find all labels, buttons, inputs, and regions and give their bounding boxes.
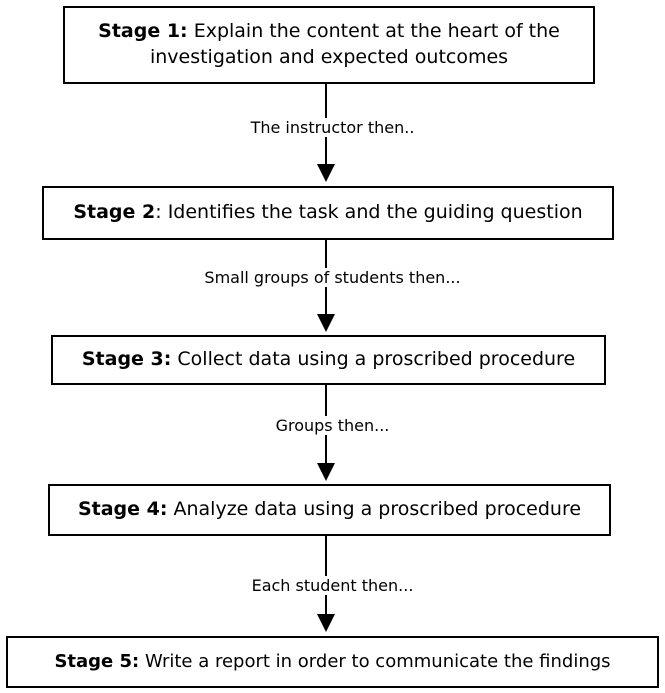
connector-3: Groups then...	[0, 385, 665, 484]
stage-1-text: Explain the content at the heart of the …	[149, 20, 560, 68]
connector-3-label: Groups then...	[0, 416, 665, 436]
stage-4-box: Stage 4: Analyze data using a proscribed…	[48, 484, 611, 536]
connector-1: The instructor then..	[0, 84, 665, 186]
stage-4-text: Analyze data using a proscribed procedur…	[167, 498, 582, 521]
stage-3-box: Stage 3: Collect data using a proscribed…	[51, 335, 606, 385]
stage-2-text: : Identifies the task and the guiding qu…	[155, 201, 583, 224]
connector-3-label-text: Groups then...	[271, 416, 394, 435]
stage-2-box: Stage 2: Identifies the task and the gui…	[42, 186, 614, 240]
arrow-down-icon	[317, 164, 335, 182]
connector-1-label-text: The instructor then..	[246, 118, 419, 137]
connector-1-label: The instructor then..	[0, 118, 665, 138]
stage-5-content: Stage 5: Write a report in order to comm…	[54, 650, 610, 674]
stage-1-title: Stage 1:	[98, 20, 188, 43]
stage-2-content: Stage 2: Identifies the task and the gui…	[73, 200, 582, 226]
stage-1-box: Stage 1: Explain the content at the hear…	[63, 6, 595, 84]
stage-3-text: Collect data using a proscribed procedur…	[171, 348, 576, 371]
connector-2: Small groups of students then...	[0, 240, 665, 335]
stage-4-content: Stage 4: Analyze data using a proscribed…	[78, 497, 581, 523]
stage-2-title: Stage 2	[73, 201, 156, 224]
connector-4-label-text: Each student then...	[247, 576, 418, 595]
connector-4: Each student then...	[0, 536, 665, 636]
connector-4-label: Each student then...	[0, 576, 665, 596]
connector-2-label-text: Small groups of students then...	[200, 268, 465, 287]
stage-3-content: Stage 3: Collect data using a proscribed…	[82, 347, 575, 373]
stage-5-title: Stage 5:	[54, 650, 140, 672]
connector-2-label: Small groups of students then...	[0, 268, 665, 288]
stage-3-title: Stage 3:	[81, 348, 172, 371]
stage-1-content: Stage 1: Explain the content at the hear…	[75, 19, 583, 70]
stage-5-text: Write a report in order to communicate t…	[139, 650, 611, 672]
stage-5-box: Stage 5: Write a report in order to comm…	[6, 636, 659, 688]
arrow-down-icon	[317, 463, 335, 481]
stage-4-title: Stage 4:	[77, 498, 168, 521]
arrow-down-icon	[317, 614, 335, 632]
arrow-down-icon	[317, 314, 335, 332]
